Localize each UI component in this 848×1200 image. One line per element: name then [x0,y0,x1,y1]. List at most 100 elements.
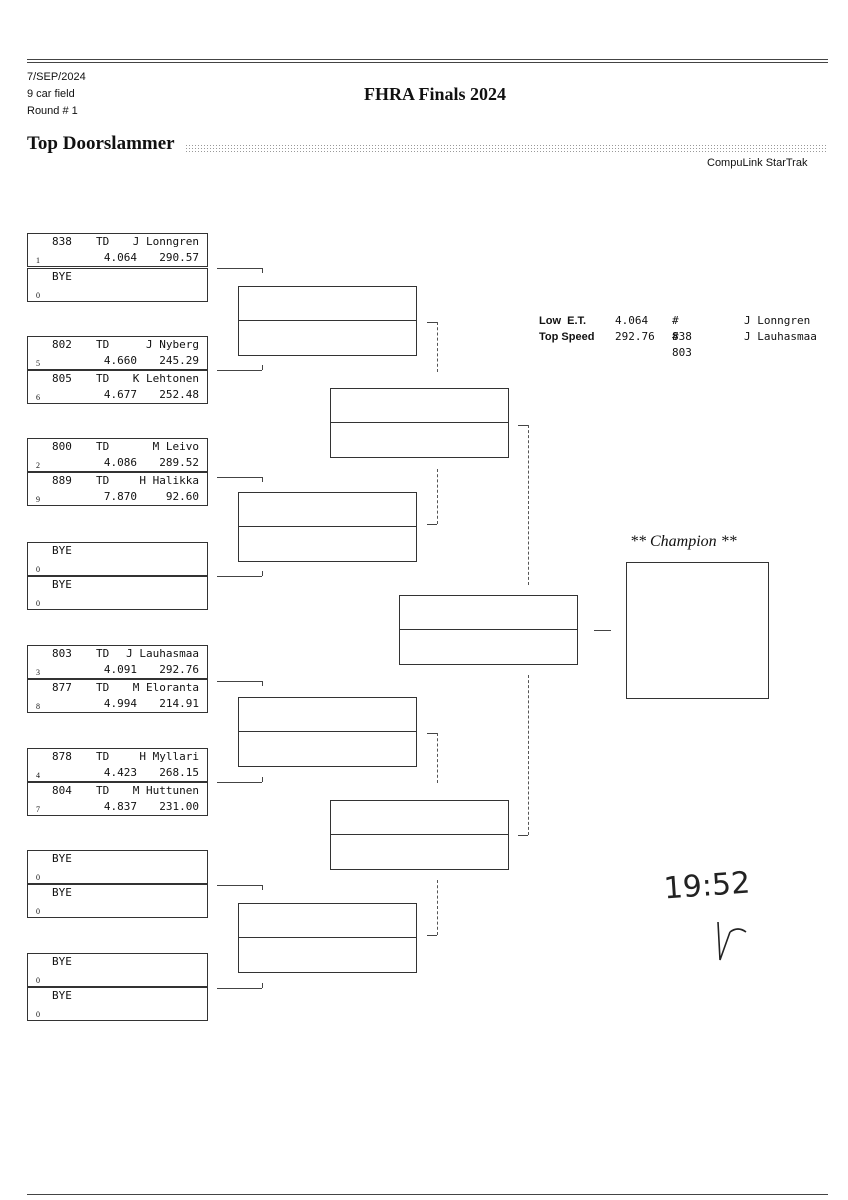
entry-class: TD [96,372,110,385]
bracket-box-divider [400,629,577,630]
entry-lane: 877 [52,681,72,694]
entry-seed: 4 [36,771,40,780]
entry-et: 4.994 [103,697,137,710]
connector-tick [262,777,263,782]
connector-tick [262,571,263,576]
connector-line [427,935,437,936]
connector-line [427,322,437,323]
bracket-box-divider [239,526,416,527]
entry-driver: M Huttunen [132,784,199,797]
entry-seed: 9 [36,495,40,504]
final-to-champion-line [594,630,611,631]
top-rule-2 [27,62,828,63]
connector-line [217,370,262,371]
entry-speed: 290.57 [159,251,199,264]
entry-speed: 268.15 [159,766,199,779]
connector-tick [262,365,263,370]
entry-class: TD [96,440,110,453]
entry-et: 4.086 [103,456,137,469]
handwritten-initials [717,921,747,961]
bracket-box-divider [239,937,416,938]
bottom-rule [27,1194,828,1195]
entry-class: TD [96,474,110,487]
top-speed-driver: J Lauhasmaa [744,330,817,343]
connector-dashed [528,675,529,835]
champion-box [626,562,769,699]
low-et-driver: J Lonngren [744,314,811,327]
round-number: Round # 1 [27,105,78,117]
entry-et: 4.660 [103,354,137,367]
connector-dashed [528,425,529,585]
entry-speed: 289.52 [159,456,199,469]
connector-line [217,988,262,989]
connector-dashed [437,733,438,783]
entry-seed: 2 [36,461,40,470]
bracket-box [238,286,417,356]
bracket-box [238,697,417,767]
entry-lane: 889 [52,474,72,487]
handwritten-annotation: 19:52 [663,866,752,961]
connector-tick [262,477,263,482]
connector-line [217,782,262,783]
entry-driver: M Leivo [152,440,199,453]
entry-lane: 804 [52,784,72,797]
entry-lane: BYE [52,886,72,899]
entry-seed: 1 [36,256,40,265]
entry-lane: BYE [52,852,72,865]
entry-et: 4.837 [103,800,137,813]
bracket-box-divider [239,731,416,732]
entry-seed: 3 [36,668,40,677]
connector-dashed [437,469,438,524]
entry-seed: 0 [36,1010,40,1019]
vendor-label: CompuLink StarTrak [707,157,808,169]
field-size: 9 car field [27,88,75,100]
entry-et: 4.064 [103,251,137,264]
connector-line [217,681,262,682]
entry-lane: BYE [52,544,72,557]
entry-lane: 802 [52,338,72,351]
entry-class: TD [96,235,110,248]
entry-driver: H Halikka [139,474,199,487]
connector-tick [262,268,263,273]
class-title: Top Doorslammer [27,133,177,155]
entry-lane: 878 [52,750,72,763]
entry-lane: 838 [52,235,72,248]
entry-seed: 7 [36,805,40,814]
entry-lane: BYE [52,270,72,283]
connector-line [217,477,262,478]
connector-line [518,835,528,836]
top-speed-car: # 803 [672,330,692,359]
bracket-box-divider [331,422,508,423]
entry-et: 4.677 [103,388,137,401]
handwritten-time: 19:52 [663,866,752,907]
connector-line [217,268,262,269]
bracket-box [238,492,417,562]
connector-line [427,733,437,734]
entry-class: TD [96,681,110,694]
entry-speed: 292.76 [159,663,199,676]
entry-driver: K Lehtonen [132,372,199,385]
bracket-box-divider [239,320,416,321]
low-et-value: 4.064 [615,314,649,327]
bracket-box [330,800,509,870]
entry-driver: M Eloranta [132,681,199,694]
top-rule-1 [27,59,828,60]
top-speed-value: 292.76 [615,330,655,343]
connector-tick [262,885,263,890]
entry-et: 4.091 [103,663,137,676]
connector-line [518,425,528,426]
entry-class: TD [96,647,110,660]
connector-tick [262,983,263,988]
entry-seed: 0 [36,599,40,608]
entry-seed: 0 [36,873,40,882]
